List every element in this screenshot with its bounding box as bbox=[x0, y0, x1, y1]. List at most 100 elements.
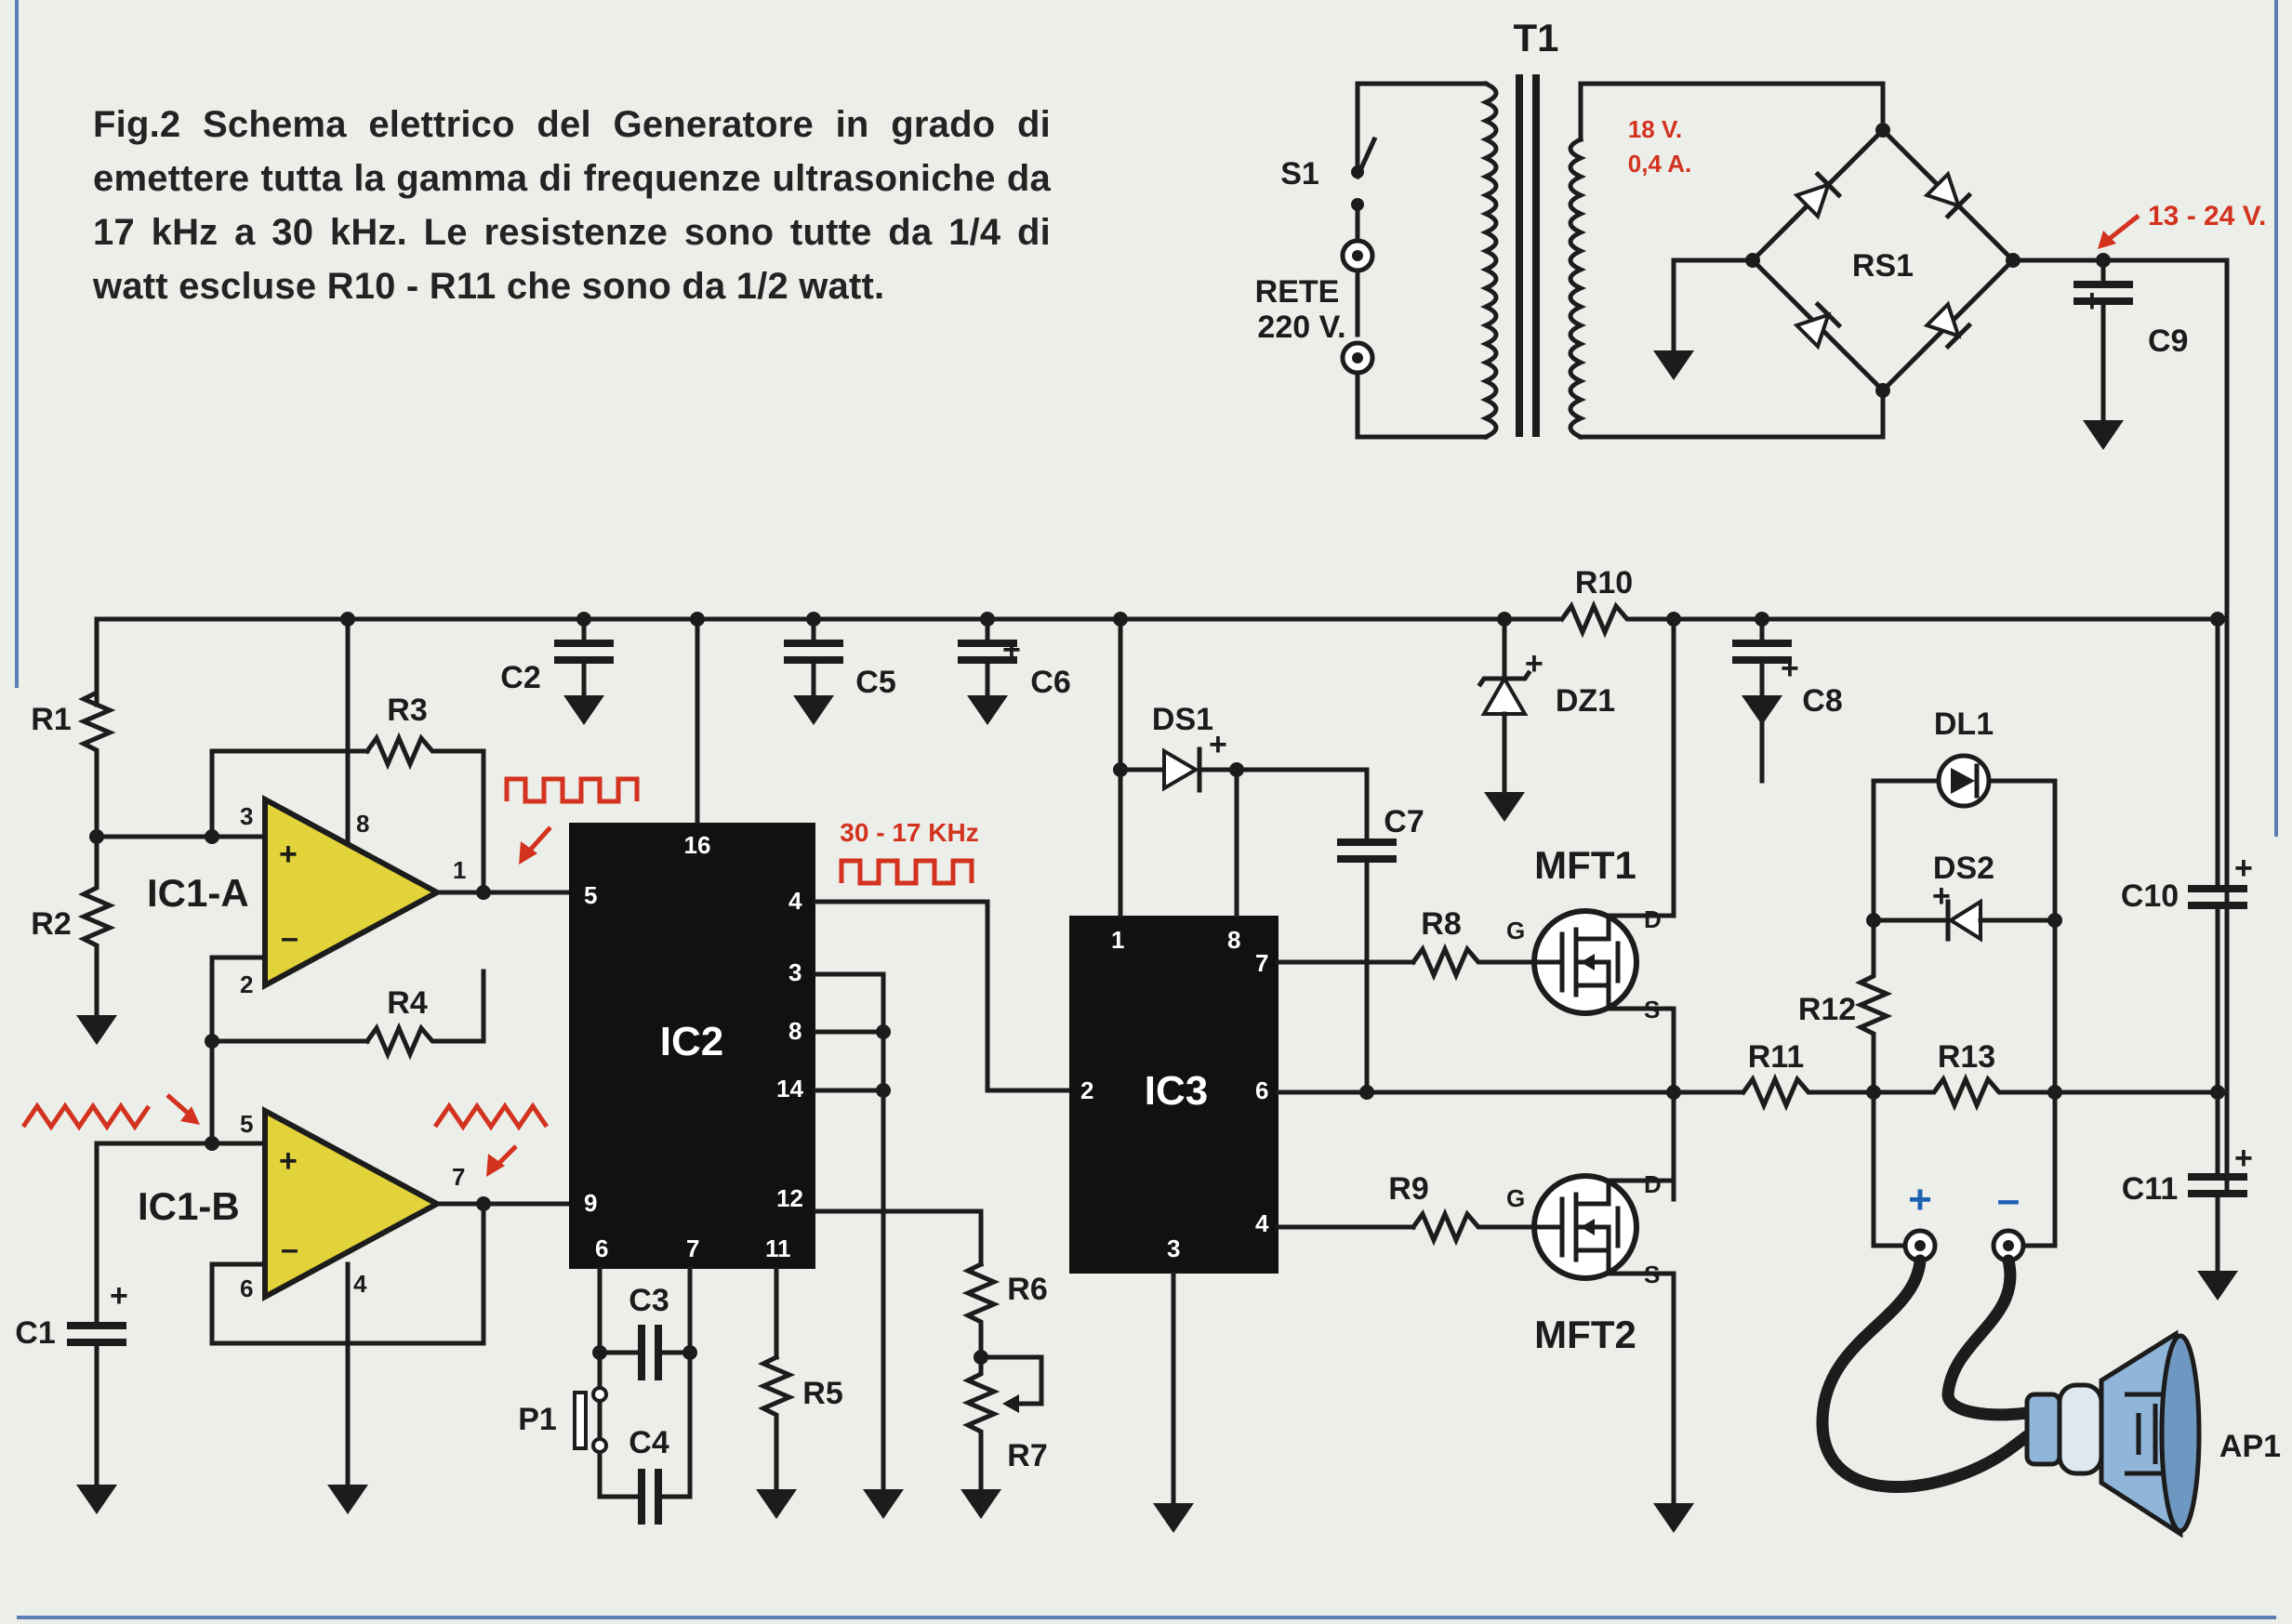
svg-text:9: 9 bbox=[584, 1189, 597, 1217]
resistor-r3 bbox=[364, 732, 486, 895]
power-supply: S1 RETE 220 V. T1 18 V. 0,4 A. bbox=[1255, 16, 2266, 1197]
bridge-label: RS1 bbox=[1852, 248, 1914, 284]
svg-text:14: 14 bbox=[776, 1075, 803, 1102]
svg-text:4: 4 bbox=[788, 887, 802, 915]
mains-voltage-label: 220 V. bbox=[1257, 310, 1345, 345]
svg-text:G: G bbox=[1506, 1184, 1525, 1212]
svg-text:8: 8 bbox=[356, 810, 369, 838]
plus-sign: + bbox=[1908, 1177, 1932, 1222]
diode-ds2 bbox=[1945, 898, 1982, 943]
svg-text:6: 6 bbox=[595, 1235, 608, 1262]
c8-label: C8 bbox=[1802, 683, 1842, 719]
r7-label: R7 bbox=[1007, 1438, 1047, 1473]
svg-text:2: 2 bbox=[1080, 1076, 1093, 1104]
r1-label: R1 bbox=[31, 702, 71, 737]
r9-label: R9 bbox=[1388, 1171, 1428, 1207]
r4-label: R4 bbox=[387, 985, 428, 1021]
svg-text:4: 4 bbox=[353, 1270, 367, 1298]
c3-label: C3 bbox=[629, 1283, 669, 1318]
capacitor-c4 bbox=[618, 1350, 693, 1525]
svg-text:1: 1 bbox=[453, 856, 466, 884]
c1-label: C1 bbox=[15, 1315, 55, 1351]
supply-voltage-label: 13 - 24 V. bbox=[2148, 201, 2266, 231]
capacitor-c3 bbox=[618, 1325, 693, 1380]
frequency-label: 30 - 17 KHz bbox=[840, 818, 978, 847]
resistor-r10 bbox=[1558, 600, 1639, 639]
svg-text:7: 7 bbox=[686, 1235, 699, 1262]
pushbutton-p1 bbox=[573, 1386, 608, 1454]
secondary-voltage-label: 18 V. bbox=[1628, 115, 1682, 143]
r12-label: R12 bbox=[1798, 992, 1856, 1027]
opamp-ic1a: + – bbox=[262, 794, 444, 991]
resistor-r6 bbox=[961, 1261, 1000, 1360]
p1-label: P1 bbox=[518, 1402, 557, 1437]
svg-text:–: – bbox=[281, 920, 298, 956]
dz1-label: DZ1 bbox=[1556, 683, 1615, 719]
svg-text:7: 7 bbox=[1255, 949, 1268, 977]
svg-text:3: 3 bbox=[240, 802, 253, 830]
svg-text:+: + bbox=[1781, 651, 1799, 686]
resistor-r4 bbox=[364, 969, 486, 1061]
resistor-r12 bbox=[1854, 918, 1893, 1095]
svg-text:+: + bbox=[279, 1143, 298, 1179]
c9-label: C9 bbox=[2148, 323, 2188, 359]
svg-text:6: 6 bbox=[240, 1274, 253, 1302]
svg-text:12: 12 bbox=[776, 1184, 803, 1212]
mosfet-mft2 bbox=[1527, 1173, 1639, 1281]
secondary-current-label: 0,4 A. bbox=[1628, 150, 1691, 178]
mains-terminal bbox=[1340, 238, 1375, 376]
ic1b-label: IC1-B bbox=[138, 1184, 240, 1228]
r3-label: R3 bbox=[387, 693, 427, 728]
c10-label: C10 bbox=[2121, 878, 2179, 914]
svg-text:4: 4 bbox=[1255, 1209, 1269, 1237]
c6-label: C6 bbox=[1030, 665, 1070, 700]
svg-text:+: + bbox=[2083, 284, 2101, 319]
transformer-t1 bbox=[1479, 74, 1587, 441]
ic3-label: IC3 bbox=[1145, 1068, 1208, 1114]
mft2-label: MFT2 bbox=[1534, 1313, 1636, 1356]
ic3-chip bbox=[1069, 916, 1278, 1274]
ic2-label: IC2 bbox=[660, 1019, 723, 1064]
ap1-label: AP1 bbox=[2219, 1429, 2281, 1464]
r13-label: R13 bbox=[1938, 1039, 1995, 1075]
r6-label: R6 bbox=[1007, 1272, 1047, 1307]
r11-label: R11 bbox=[1748, 1039, 1805, 1075]
svg-text:2: 2 bbox=[240, 970, 253, 998]
svg-text:+: + bbox=[279, 837, 298, 872]
svg-text:3: 3 bbox=[788, 958, 802, 986]
switch-s1 bbox=[1351, 136, 1378, 240]
r5-label: R5 bbox=[802, 1376, 842, 1411]
svg-text:D: D bbox=[1644, 905, 1662, 933]
switch-label: S1 bbox=[1280, 156, 1319, 191]
svg-text:1: 1 bbox=[1111, 926, 1124, 954]
zener-dz1 bbox=[1477, 616, 1532, 784]
opamp-ic1b: + – bbox=[262, 1105, 444, 1302]
svg-text:+: + bbox=[2234, 851, 2253, 886]
svg-text:G: G bbox=[1506, 917, 1525, 944]
c7-label: C7 bbox=[1384, 804, 1424, 839]
resistor-r2 bbox=[77, 834, 116, 1007]
mains-label: RETE bbox=[1255, 274, 1340, 310]
svg-text:+: + bbox=[1002, 632, 1021, 667]
svg-text:5: 5 bbox=[584, 881, 597, 909]
svg-text:D: D bbox=[1644, 1170, 1662, 1198]
potentiometer-r7 bbox=[961, 1354, 1044, 1481]
svg-text:8: 8 bbox=[1227, 926, 1240, 954]
dl1-label: DL1 bbox=[1934, 706, 1994, 742]
svg-text:+: + bbox=[1932, 878, 1951, 914]
r10-label: R10 bbox=[1575, 565, 1633, 601]
speaker-ap1 bbox=[2024, 1329, 2202, 1538]
c4-label: C4 bbox=[629, 1425, 669, 1460]
ic1a-label: IC1-A bbox=[147, 871, 249, 915]
ds1-label: DS1 bbox=[1152, 702, 1213, 737]
c5-label: C5 bbox=[855, 665, 895, 700]
figure-caption: Fig.2 Schema elettrico del Generatore in… bbox=[93, 104, 1051, 307]
svg-text:16: 16 bbox=[684, 831, 711, 859]
transformer-label: T1 bbox=[1513, 16, 1558, 59]
svg-text:5: 5 bbox=[240, 1110, 253, 1138]
led-dl1 bbox=[1936, 753, 1992, 809]
resistor-r9 bbox=[1410, 1208, 1532, 1247]
mft1-label: MFT1 bbox=[1534, 843, 1636, 887]
